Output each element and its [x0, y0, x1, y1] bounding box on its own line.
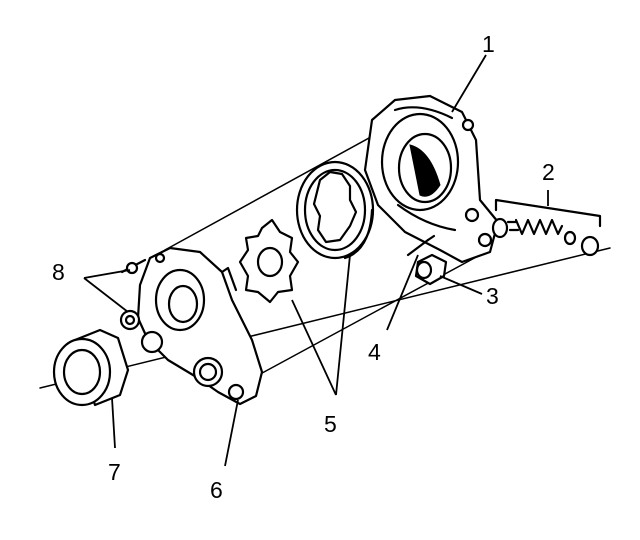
callout-8: 8	[52, 259, 65, 285]
callout-labels: 1 2 3 4 5 6 7 8	[52, 31, 555, 503]
inner-rotor	[238, 218, 300, 304]
outer-rotor	[295, 160, 375, 260]
valve-plunger	[414, 253, 448, 286]
callout-6: 6	[210, 477, 223, 503]
callout-1: 1	[482, 31, 495, 57]
relief-valve-assembly	[491, 198, 602, 257]
pump-cover	[136, 246, 264, 406]
callout-2: 2	[542, 159, 555, 185]
pump-housing	[363, 94, 500, 264]
valve-pin	[406, 234, 436, 257]
callout-5: 5	[324, 411, 337, 437]
center-axis	[39, 247, 611, 389]
leader-lines	[83, 54, 549, 467]
callout-7: 7	[108, 459, 121, 485]
callout-4: 4	[368, 339, 381, 365]
callout-3: 3	[486, 283, 499, 309]
front-seal	[52, 328, 130, 407]
